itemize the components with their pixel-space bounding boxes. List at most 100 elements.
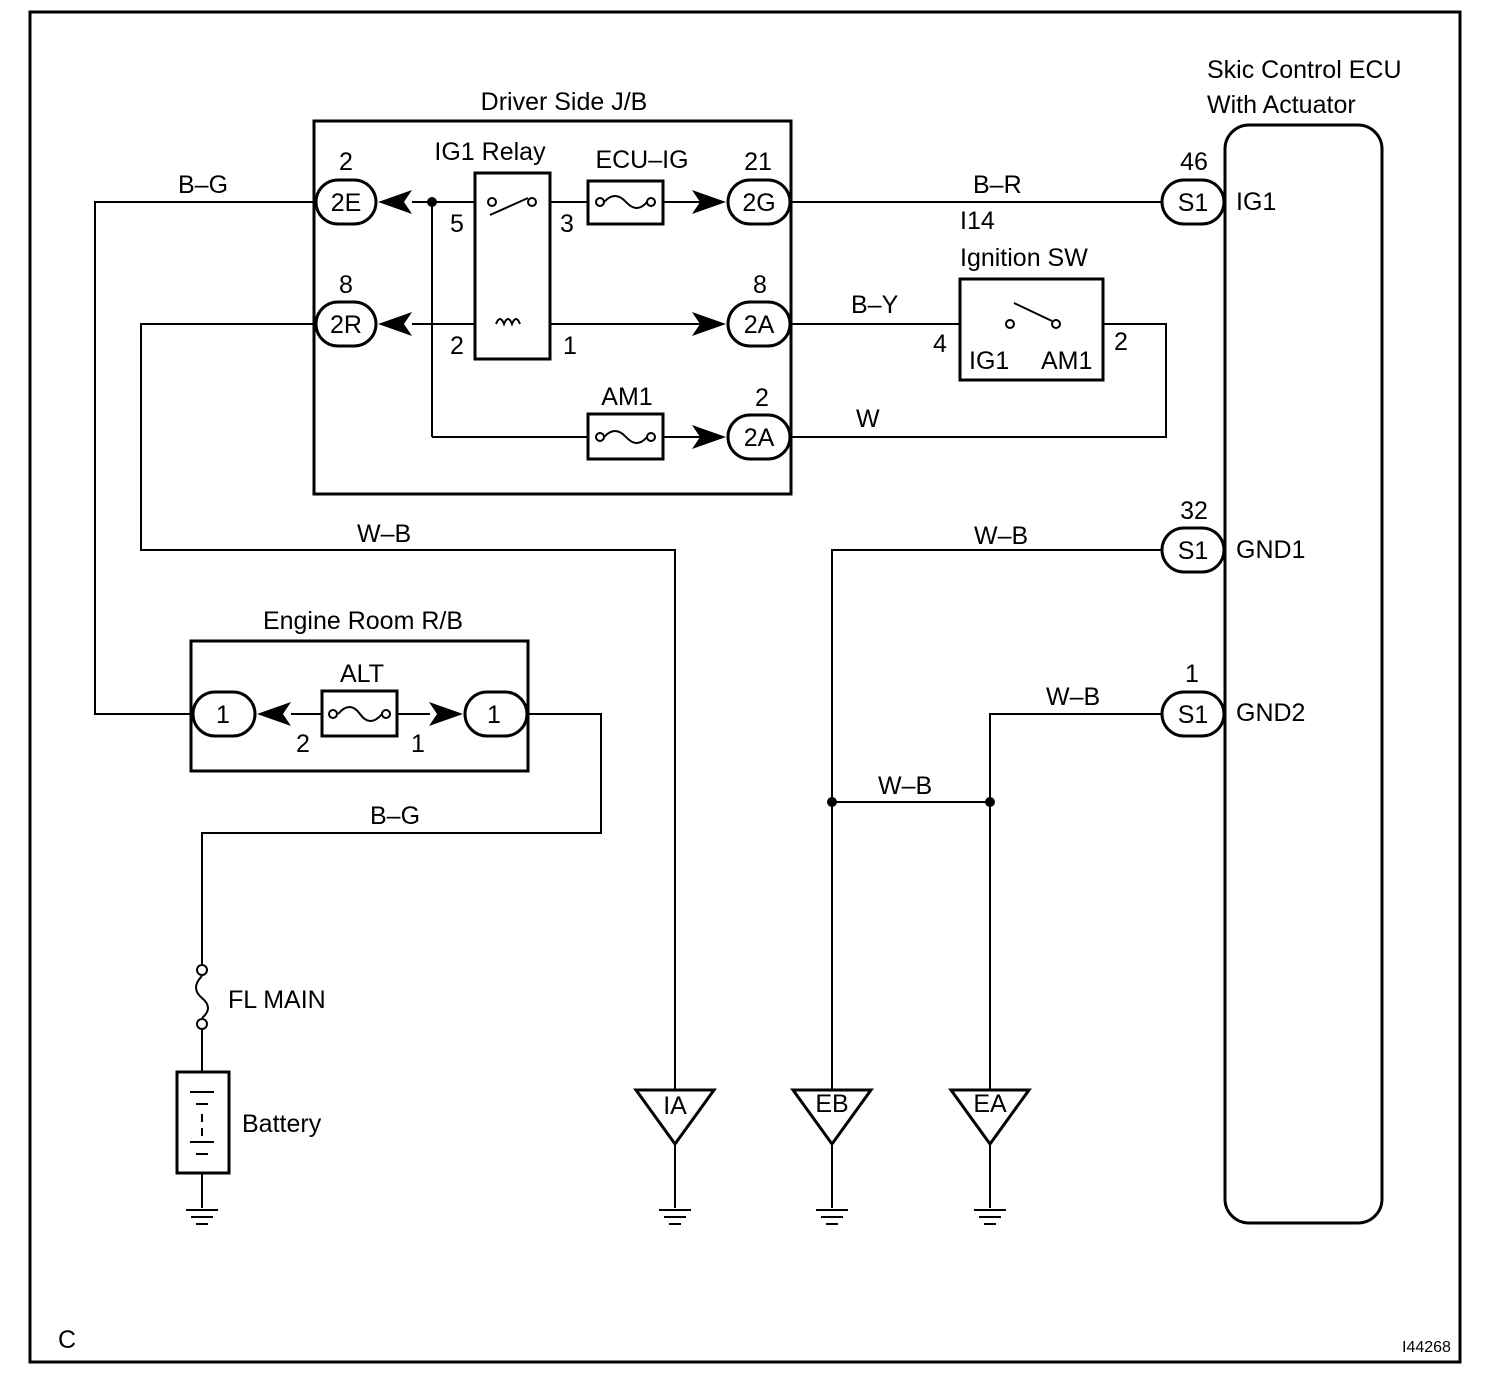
svg-text:EB: EB xyxy=(815,1090,848,1118)
wire-wb-gnd2 xyxy=(989,713,1162,1090)
ignition-contact-am1 xyxy=(1051,319,1061,329)
ignition-switch-arm xyxy=(1013,302,1053,322)
junction-dot xyxy=(427,197,437,207)
connector-2a-top: 2A 8 xyxy=(726,271,792,348)
ground-point-ea: EA xyxy=(948,1088,1032,1225)
wire-wb-left xyxy=(140,323,676,1090)
svg-text:2G: 2G xyxy=(742,189,775,217)
skic-ecu-title-line2: With Actuator xyxy=(1207,91,1356,119)
skic-ecu-box xyxy=(1223,123,1384,1225)
junction-dot xyxy=(985,797,995,807)
svg-text:32: 32 xyxy=(1180,497,1208,525)
battery-box xyxy=(175,1070,231,1175)
wire-label-bg-top: B–G xyxy=(178,171,228,199)
driver-side-jb-title: Driver Side J/B xyxy=(481,88,648,116)
svg-text:8: 8 xyxy=(339,271,353,299)
svg-text:2A: 2A xyxy=(744,424,775,452)
fusible-link-icon xyxy=(328,706,391,722)
ecu-pin-gnd2: GND2 xyxy=(1236,699,1305,727)
ig1-relay-pin-3: 3 xyxy=(560,210,574,238)
wire-label-wb-left: W–B xyxy=(357,520,411,548)
connector-2e: 2E 2 xyxy=(314,148,378,226)
diagram-frame xyxy=(28,10,1462,1364)
terminal-arrow-2e xyxy=(378,190,412,214)
svg-text:8: 8 xyxy=(753,271,767,299)
connector-s1-gnd1: S1 32 xyxy=(1160,497,1226,574)
wire-label-wb-junction: W–B xyxy=(878,772,932,800)
ignition-contact-ig1 xyxy=(1005,319,1015,329)
terminal-arrow-2g xyxy=(692,190,726,214)
ig1-relay-pin-5: 5 xyxy=(450,210,464,238)
alt-fuse-title: ALT xyxy=(340,660,384,688)
terminal-arrow-rb-right xyxy=(429,702,463,726)
svg-text:1: 1 xyxy=(1185,660,1199,688)
wire-bg-bottom xyxy=(201,713,602,966)
terminal-arrow-2a-bottom xyxy=(692,425,726,449)
ignition-switch-box xyxy=(958,277,1105,382)
ig1-relay-pin-1: 1 xyxy=(563,332,577,360)
ecu-pin-ig1: IG1 xyxy=(1236,188,1276,216)
ignition-switch-title: Ignition SW xyxy=(960,244,1088,272)
ecu-pin-gnd1: GND1 xyxy=(1236,536,1305,564)
wire-label-wb-gnd2: W–B xyxy=(1046,683,1100,711)
connector-rb-right: 1 xyxy=(463,690,529,738)
ignition-switch-label-ig1: IG1 xyxy=(969,347,1009,375)
wire-w xyxy=(790,323,1167,438)
am1-fuse-title: AM1 xyxy=(601,383,652,411)
svg-text:2A: 2A xyxy=(744,311,775,339)
ground-point-ia: IA xyxy=(633,1088,717,1225)
ignition-switch-ref: I14 xyxy=(960,207,995,235)
alt-fuse-pin-2: 2 xyxy=(296,730,310,758)
connector-2g: 2G 21 xyxy=(726,148,792,226)
connector-s1-gnd2: S1 1 xyxy=(1160,660,1226,738)
engine-room-rb-title: Engine Room R/B xyxy=(263,607,463,635)
wire-label-bg-bottom: B–G xyxy=(370,802,420,830)
svg-text:S1: S1 xyxy=(1178,189,1209,217)
svg-text:1: 1 xyxy=(487,701,501,729)
fuse-icon xyxy=(595,430,656,444)
relay-contact-right xyxy=(527,197,537,207)
battery-title: Battery xyxy=(242,1110,322,1138)
relay-contact-left xyxy=(487,197,497,207)
wire-label-br: B–R xyxy=(973,171,1022,199)
relay-switch-arm xyxy=(489,197,529,216)
connector-s1-ig1: S1 46 xyxy=(1160,148,1226,226)
fl-main-fusible-link-icon xyxy=(195,964,209,1030)
svg-text:S1: S1 xyxy=(1178,701,1209,729)
terminal-arrow-rb-left xyxy=(257,702,291,726)
terminal-arrow-2a-top xyxy=(692,312,726,336)
wire-label-by: B–Y xyxy=(851,291,899,319)
ig1-relay-title: IG1 Relay xyxy=(434,138,546,166)
wire-wb-gnd1 xyxy=(831,549,1162,1090)
alt-fuse-pin-1: 1 xyxy=(411,730,425,758)
ig1-relay-box xyxy=(473,171,552,361)
relay-coil-icon xyxy=(495,318,521,327)
ground-icon xyxy=(186,1209,218,1225)
terminal-arrow-2r xyxy=(378,312,412,336)
junction-dot xyxy=(827,797,837,807)
battery-icon xyxy=(190,1091,214,1155)
svg-text:IA: IA xyxy=(663,1092,687,1120)
wire-label-w: W xyxy=(856,405,880,433)
engine-room-rb-box xyxy=(189,639,530,773)
svg-text:2E: 2E xyxy=(331,189,362,217)
svg-text:2: 2 xyxy=(755,384,769,412)
figure-id: I44268 xyxy=(1402,1339,1451,1356)
frame-label: C xyxy=(58,1326,76,1354)
fuse-icon xyxy=(595,195,656,209)
ignition-switch-pin-4: 4 xyxy=(933,330,947,358)
svg-text:1: 1 xyxy=(216,701,230,729)
driver-side-jb-box xyxy=(312,119,793,496)
svg-text:46: 46 xyxy=(1180,148,1208,176)
wire-label-wb-gnd1: W–B xyxy=(974,522,1028,550)
connector-rb-left: 1 xyxy=(191,690,257,738)
svg-text:2: 2 xyxy=(339,148,353,176)
ignition-switch-pin-2: 2 xyxy=(1114,328,1128,356)
svg-text:EA: EA xyxy=(973,1090,1007,1118)
connector-2r: 2R 8 xyxy=(314,271,378,348)
fl-main-title: FL MAIN xyxy=(228,986,326,1014)
ig1-relay-pin-2: 2 xyxy=(450,332,464,360)
svg-text:S1: S1 xyxy=(1178,537,1209,565)
ecu-ig-fuse-title: ECU–IG xyxy=(595,146,688,174)
